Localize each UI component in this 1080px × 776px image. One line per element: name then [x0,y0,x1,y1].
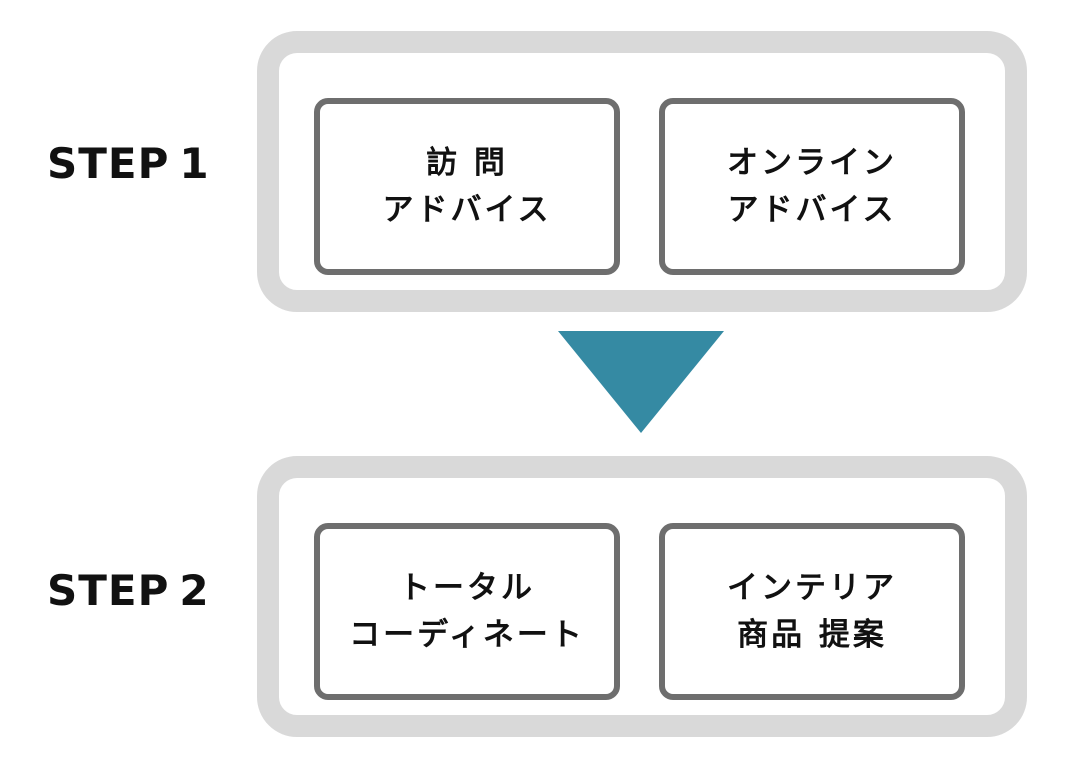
step1-number: 1 [179,139,210,188]
card-online-advice: オンライン アドバイス [659,98,965,275]
step2-label-text: STEP [47,566,170,615]
step2-number: 2 [179,566,210,615]
card-interior-proposal: インテリア 商品 提案 [659,523,965,700]
card-online-advice-line1: オンライン [727,144,897,181]
card-interior-proposal-line1: インテリア [727,569,897,606]
card-interior-proposal-line2: 商品 提案 [737,616,887,653]
card-visit-advice-line1: 訪 問 [426,144,508,181]
card-visit-advice-line2: アドバイス [382,191,552,228]
card-total-coordinate: トータル コーディネート [314,523,620,700]
card-visit-advice: 訪 問 アドバイス [314,98,620,275]
step1-panel: 訪 問 アドバイス オンライン アドバイス [257,31,1027,312]
card-total-coordinate-line2: コーディネート [349,616,585,653]
down-triangle-arrow-icon [558,331,724,433]
step1-label-text: STEP [47,139,170,188]
card-total-coordinate-line1: トータル [399,569,535,606]
step2-panel: トータル コーディネート インテリア 商品 提案 [257,456,1027,737]
card-online-advice-line2: アドバイス [727,191,897,228]
arrow-shape [558,331,724,433]
